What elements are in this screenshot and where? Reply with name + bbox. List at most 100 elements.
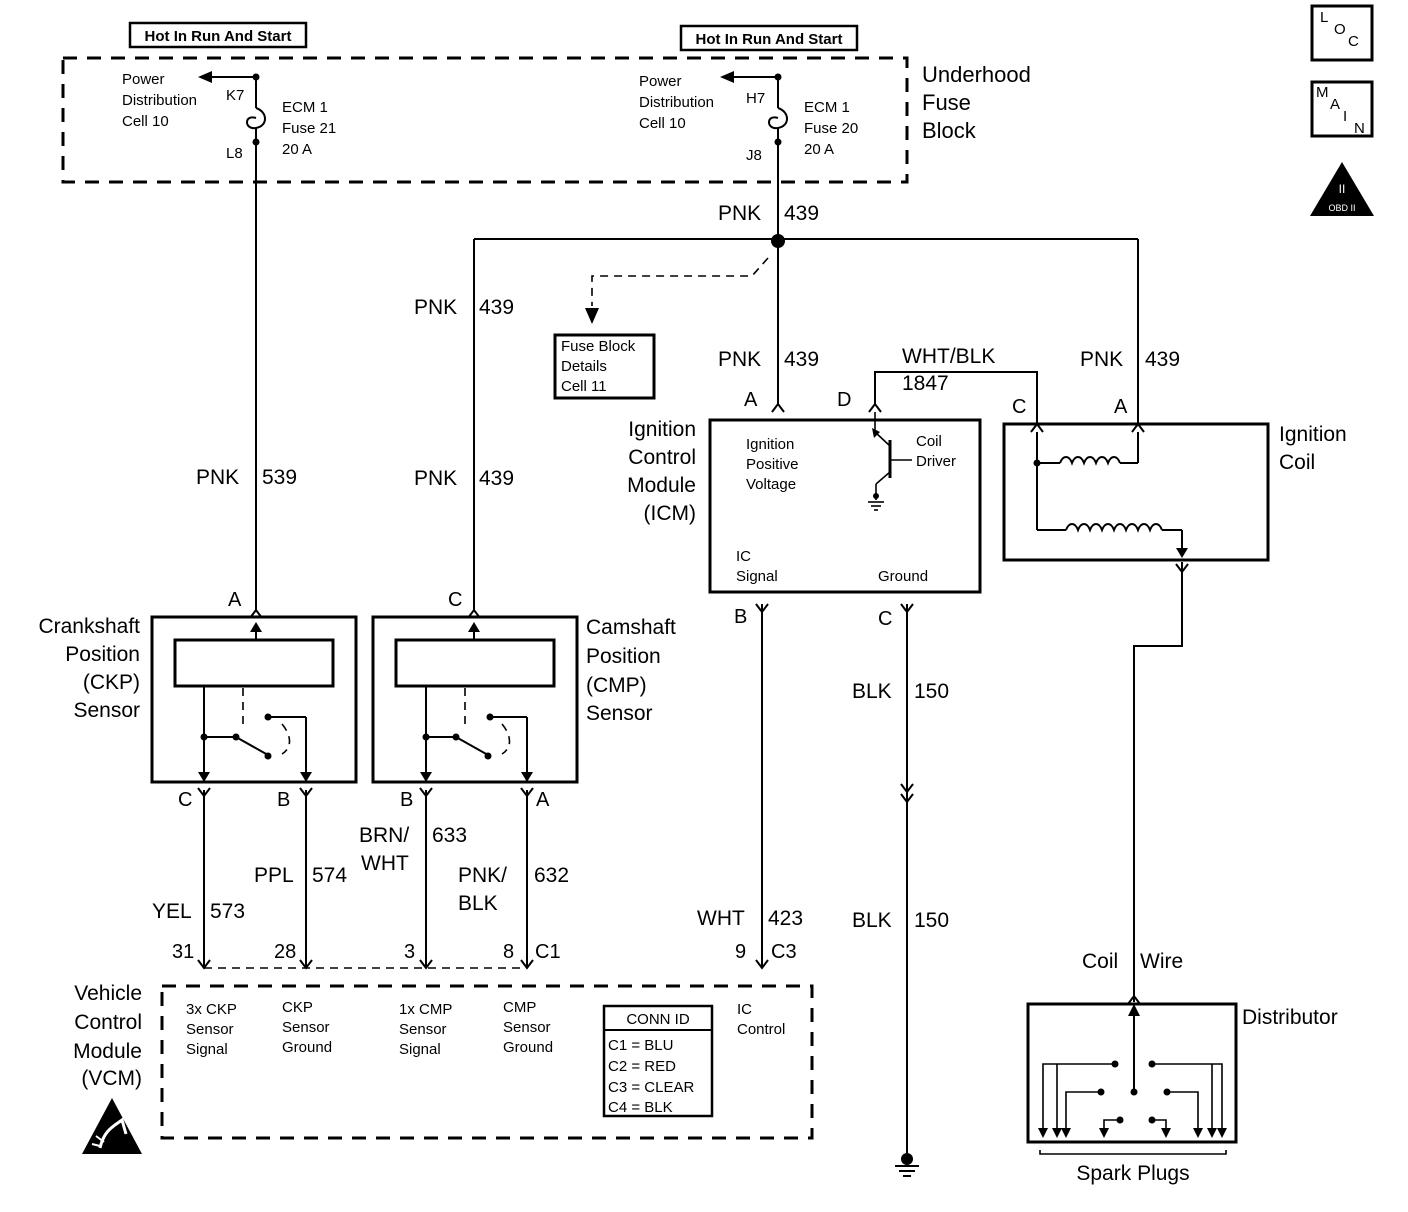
- vcm-ckp3x-2: Sensor: [186, 1021, 234, 1038]
- wire-color-573: YEL: [152, 900, 192, 923]
- fuse20-label-2: Fuse 20: [804, 120, 858, 137]
- wire-color-539: PNK: [196, 466, 239, 489]
- conn-id-row-2: C2 = RED: [608, 1058, 676, 1075]
- fuse20-label-1: ECM 1: [804, 99, 850, 116]
- ckp-name-2: Position: [65, 643, 140, 666]
- loc-letter-2: O: [1334, 21, 1346, 38]
- coil-driver-1: Coil: [916, 433, 942, 450]
- vcm-ic-1: IC: [737, 1001, 752, 1018]
- ic-signal-1: IC: [736, 548, 751, 565]
- cmp-sensor: [371, 615, 579, 784]
- connector-icon: [1175, 563, 1189, 574]
- cmp-pin-b: B: [400, 789, 413, 811]
- wire-number-cmp-upper: 439: [479, 296, 514, 319]
- obd-top-label: II: [1339, 182, 1346, 196]
- main-letter-3: I: [1343, 108, 1347, 125]
- vcm-pin-31: 31: [172, 941, 194, 963]
- main-letter-2: A: [1330, 96, 1340, 113]
- ignition-coil: [1002, 422, 1270, 562]
- fuse21-label-1: ECM 1: [282, 99, 328, 116]
- loc-icon[interactable]: [1310, 4, 1374, 62]
- connector-icon: [755, 959, 769, 970]
- coil-wire-label-2: Wire: [1140, 950, 1183, 973]
- wire-color-632-b: BLK: [458, 892, 498, 915]
- fuse-20-icon: [768, 107, 788, 130]
- hot-in-run-label-right: Hot In Run And Start: [696, 31, 843, 48]
- vcm-ckp3x-1: 3x CKP: [186, 1001, 237, 1018]
- wire-color-423: WHT: [697, 907, 745, 930]
- coil-pin-c: C: [1012, 396, 1026, 418]
- vcm-pin-3: 3: [404, 941, 415, 963]
- main-icon[interactable]: [1310, 80, 1374, 138]
- wire-number-150-upper: 150: [914, 680, 949, 703]
- fuse-block-details-link[interactable]: [553, 333, 656, 400]
- wire-color-574: PPL: [254, 864, 294, 887]
- fuse-21-icon: [246, 107, 266, 130]
- wire-number-632: 632: [534, 864, 569, 887]
- connector-icon: [900, 603, 914, 614]
- spark-plugs-label: Spark Plugs: [1076, 1162, 1189, 1185]
- icm-inner-3: Voltage: [746, 476, 796, 493]
- ckp-pin-a: A: [228, 589, 242, 611]
- ckp-pin-b: B: [277, 789, 290, 811]
- vcm-pin-8: 8: [503, 941, 514, 963]
- vehicle-control-module: [160, 984, 814, 1140]
- connector-icon: [1030, 422, 1044, 433]
- vcm-cmp1x-1: 1x CMP: [399, 1001, 452, 1018]
- wire-color-633-b: WHT: [361, 852, 409, 875]
- distributor-label: Distributor: [1242, 1006, 1338, 1029]
- fuse-details-line-3: Cell 11: [561, 378, 607, 395]
- vcm-pin-28: 28: [274, 941, 296, 963]
- connector-icon: [900, 793, 914, 804]
- vcm-ckpgnd-1: CKP: [282, 999, 313, 1016]
- vcm-name-4: (VCM): [81, 1067, 142, 1090]
- wire-color-633-a: BRN/: [359, 824, 409, 847]
- fuse-block-title-2: Fuse: [922, 90, 971, 115]
- fuse20-label-3: 20 A: [804, 141, 834, 158]
- icm-ground-label: Ground: [878, 568, 928, 585]
- vcm-name-3: Module: [73, 1040, 142, 1063]
- icm-name-3: Module: [627, 474, 696, 497]
- icm-inner-1: Ignition: [746, 436, 794, 453]
- pin-k7: K7: [226, 87, 244, 104]
- obd-ii-icon[interactable]: II OBD II: [1310, 162, 1374, 216]
- vcm-ckpgnd-2: Sensor: [282, 1019, 330, 1036]
- wire-color-150-upper: BLK: [852, 680, 892, 703]
- coil-pin-a: A: [1114, 396, 1128, 418]
- icm-pin-c: C: [878, 608, 892, 630]
- wire-number-423: 423: [768, 907, 803, 930]
- vcm-cmpgnd-1: CMP: [503, 999, 536, 1016]
- hall-sensor-icon: [173, 622, 335, 782]
- wire-color-cmp-lower: PNK: [414, 467, 457, 490]
- wire-color-icm: PNK: [718, 348, 761, 371]
- wire-number-574: 574: [312, 864, 347, 887]
- conn-id-row-1: C1 = BLU: [608, 1037, 673, 1054]
- coil-name-1: Ignition: [1279, 423, 1347, 446]
- hot-in-run-label-left: Hot In Run And Start: [145, 28, 292, 45]
- vcm-cmp1x-3: Signal: [399, 1041, 441, 1058]
- icm-inner-2: Positive: [746, 456, 799, 473]
- vcm-ic-2: Control: [737, 1021, 785, 1038]
- arrow-left-icon: [720, 71, 734, 83]
- coil-windings-icon: [1033, 432, 1188, 558]
- vcm-cmpgnd-3: Ground: [503, 1039, 553, 1056]
- right-cell-label-3: Cell 10: [639, 115, 686, 132]
- connector-icon: [419, 959, 433, 970]
- esd-sensitive-icon: [82, 1098, 142, 1154]
- wire-number-150-lower: 150: [914, 909, 949, 932]
- ckp-name-1: Crankshaft: [38, 615, 140, 638]
- vcm-name-2: Control: [74, 1011, 142, 1034]
- wire-number-539: 539: [262, 466, 297, 489]
- main-letter-1: M: [1316, 84, 1329, 101]
- pin-j8: J8: [746, 147, 762, 164]
- icm-pin-b: B: [734, 606, 747, 628]
- conn-id-title: CONN ID: [626, 1011, 690, 1028]
- arrow-left-icon: [198, 71, 212, 83]
- ckp-pin-c: C: [178, 789, 192, 811]
- vcm-connector-c1: C1: [535, 941, 561, 963]
- right-cell-label-1: Power: [639, 73, 682, 90]
- icm-name-1: Ignition: [628, 418, 696, 441]
- cmp-name-4: Sensor: [586, 702, 653, 725]
